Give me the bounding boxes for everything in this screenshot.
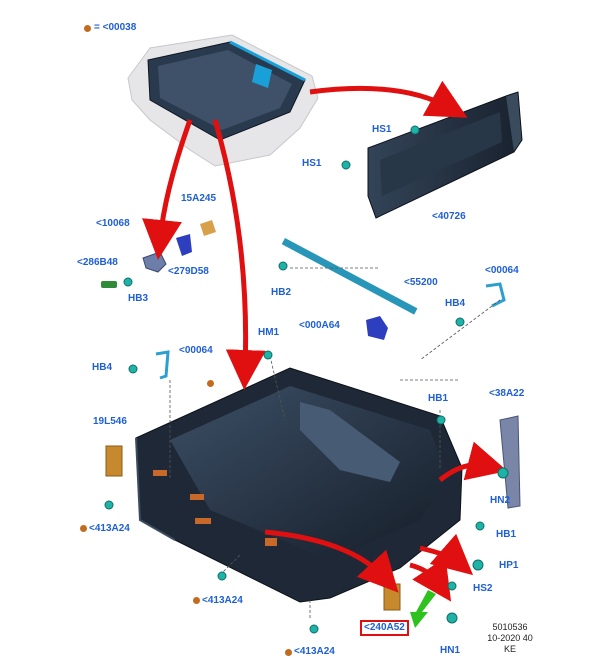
callout-HN1[interactable]: HN1	[440, 645, 461, 656]
callout-HS2[interactable]: HS2	[473, 583, 493, 594]
fastener-dot-icon	[193, 597, 200, 604]
callout-HB4-right[interactable]: HB4	[445, 298, 466, 309]
pickup-box	[135, 367, 463, 603]
callout-HB3[interactable]: HB3	[128, 293, 149, 304]
flow-arrows	[142, 80, 508, 602]
fastener-dot-icon	[207, 380, 214, 387]
callout-HM1[interactable]: HM1	[258, 327, 280, 338]
callout-HP1[interactable]: HP1	[499, 560, 519, 571]
callout-413A24-bottom[interactable]: <413A24	[294, 646, 335, 657]
callout-38A22[interactable]: <38A22	[489, 388, 525, 399]
callout-HN2[interactable]: HN2	[490, 495, 511, 506]
tailgate	[367, 91, 523, 219]
callout-240A52-highlighted[interactable]: <240A52	[360, 620, 409, 636]
callout-55200[interactable]: <55200	[404, 277, 438, 288]
reference-date: 10-2020 40	[487, 633, 533, 643]
legend-text: = <00038	[94, 22, 137, 33]
callout-10068[interactable]: <10068	[96, 218, 130, 229]
callout-286B48[interactable]: <286B48	[77, 257, 118, 268]
reference-number: 5010536	[492, 622, 528, 632]
callout-HB1-lower[interactable]: HB1	[496, 529, 517, 540]
callout-HB4-left[interactable]: HB4	[92, 362, 113, 373]
legend-dot-icon	[84, 25, 91, 32]
callout-HB1-upper[interactable]: HB1	[428, 393, 449, 404]
callout-00064-lower[interactable]: <00064	[179, 345, 213, 356]
fastener-dot-icon	[285, 649, 292, 656]
callout-000A64[interactable]: <000A64	[299, 320, 340, 331]
callout-19L546[interactable]: 19L546	[93, 416, 127, 427]
callout-40726[interactable]: <40726	[432, 211, 466, 222]
reference-block: 5010536 10-2020 40 KE	[480, 622, 540, 655]
callout-00064-upper[interactable]: <00064	[485, 265, 519, 276]
reference-code: KE	[503, 644, 516, 654]
callout-HS1-lower[interactable]: HS1	[302, 158, 322, 169]
truck-body-overview	[127, 34, 319, 167]
fasteners	[104, 125, 509, 634]
callout-15A245[interactable]: 15A245	[181, 193, 217, 204]
callout-HS1-upper[interactable]: HS1	[372, 124, 392, 135]
green-highlight-arrow	[410, 590, 436, 628]
callout-413A24-left[interactable]: <413A24	[89, 523, 130, 534]
fastener-dot-icon	[80, 525, 87, 532]
callout-HB2[interactable]: HB2	[271, 287, 292, 298]
callout-279D58[interactable]: <279D58	[168, 266, 209, 277]
callout-413A24-middle[interactable]: <413A24	[202, 595, 243, 606]
